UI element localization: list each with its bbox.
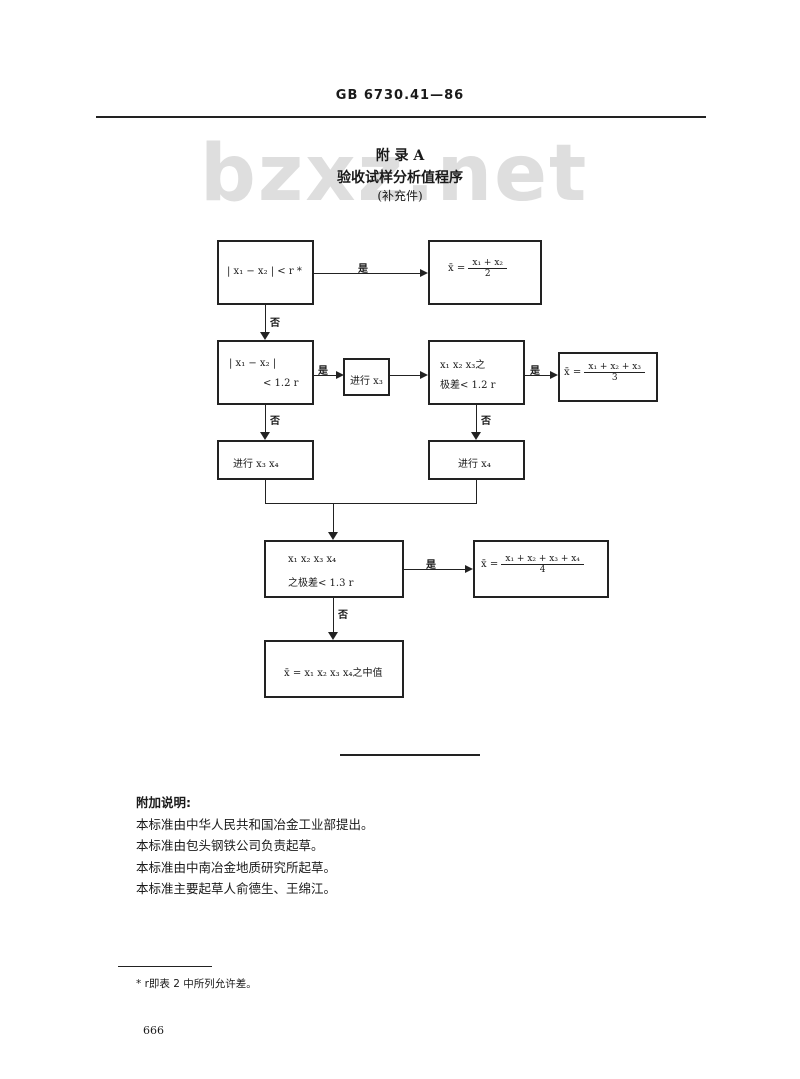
- result-2-denominator: 2: [484, 269, 491, 279]
- decision-1-text: | x₁ − x₂ | < r *: [227, 266, 302, 277]
- arrow-b4-b8: [471, 432, 481, 440]
- connector-b3-b4: [390, 375, 420, 376]
- page-number: 666: [143, 1024, 164, 1037]
- arrow-b9-b11: [328, 632, 338, 640]
- appendix-label: 附 录 A: [375, 148, 425, 164]
- result-4-denominator: 4: [539, 565, 546, 575]
- arrow-b3-b4: [420, 371, 428, 379]
- decision-box-4: x₁ x₂ x₃ x₄ 之极差< 1.3 r: [264, 540, 404, 598]
- no-label-3: 否: [481, 416, 491, 427]
- decision-4-bottom: 之极差< 1.3 r: [288, 578, 354, 589]
- result-box-median: x̄ = x₁ x₂ x₃ x₄之中值: [264, 640, 404, 698]
- no-label-4: 否: [338, 610, 348, 621]
- watermark: bzxz.net: [200, 129, 589, 219]
- result-median-text: x̄ = x₁ x₂ x₃ x₄之中值: [284, 668, 383, 679]
- appendix-title: 验收试样分析值程序: [337, 170, 463, 186]
- result-4-numerator: x₁ + x₂ + x₃ + x₄: [501, 554, 584, 565]
- appendix-subtitle: (补充件): [377, 189, 423, 203]
- result-4-lhs: x̄ =: [481, 559, 499, 570]
- process-x4-text: 进行 x₄: [458, 459, 491, 470]
- result-3-denominator: 3: [611, 373, 618, 383]
- footnote: * r即表 2 中所列允许差。: [136, 978, 257, 990]
- connector-b8-merge: [476, 480, 477, 504]
- decision-box-3: x₁ x₂ x₃之 极差< 1.2 r: [428, 340, 525, 405]
- process-x3-text: 进行 x₃: [350, 376, 383, 387]
- decision-3-top: x₁ x₂ x₃之: [440, 360, 486, 371]
- footnote-rule: [118, 966, 212, 967]
- connector-b9-b10: [404, 569, 465, 570]
- result-3-numerator: x₁ + x₂ + x₃: [584, 362, 645, 373]
- arrow-b1-b2: [260, 332, 270, 340]
- yes-label-3: 是: [530, 366, 540, 377]
- section-divider: [340, 754, 480, 756]
- notes-line-1: 本标准由中华人民共和国冶金工业部提出。: [136, 816, 374, 832]
- additional-notes: 附加说明: 本标准由中华人民共和国冶金工业部提出。 本标准由包头钢铁公司负责起草…: [136, 792, 696, 900]
- notes-line-3: 本标准由中南冶金地质研究所起草。: [136, 859, 337, 875]
- decision-box-2: | x₁ − x₂ | < 1.2 r: [217, 340, 314, 405]
- connector-b4-b6: [525, 375, 550, 376]
- decision-box-1: | x₁ − x₂ | < r *: [217, 240, 314, 305]
- notes-heading: 附加说明:: [136, 795, 191, 810]
- arrow-b9-b10: [465, 565, 473, 573]
- process-box-x3-x4: 进行 x₃ x₄: [217, 440, 314, 480]
- connector-b1-b2: [265, 305, 266, 332]
- notes-line-4: 本标准主要起草人俞德生、王绵江。: [136, 881, 337, 896]
- connector-b7-merge: [265, 480, 266, 504]
- connector-b1-b5: [314, 273, 420, 274]
- notes-line-2: 本标准由包头钢铁公司负责起草。: [136, 838, 324, 853]
- header-rule: [96, 116, 706, 118]
- decision-2-bottom: < 1.2 r: [263, 378, 299, 389]
- yes-label-4: 是: [426, 560, 436, 571]
- result-2-numerator: x₁ + x₂: [468, 258, 508, 269]
- decision-3-bottom: 极差< 1.2 r: [440, 380, 496, 391]
- arrow-b4-b6: [550, 371, 558, 379]
- connector-b2-b3: [314, 375, 336, 376]
- decision-4-top: x₁ x₂ x₃ x₄: [288, 554, 337, 565]
- result-2-lhs: x̄ =: [448, 263, 466, 274]
- no-label-1: 否: [270, 318, 280, 329]
- arrow-b2-b3: [336, 371, 344, 379]
- no-label-2: 否: [270, 416, 280, 427]
- result-3-lhs: x̄ =: [564, 367, 582, 378]
- yes-label-2: 是: [318, 366, 328, 377]
- arrow-b2-b7: [260, 432, 270, 440]
- connector-b4-b8: [476, 405, 477, 432]
- yes-label-1: 是: [358, 264, 368, 275]
- connector-merge-b9: [333, 503, 334, 533]
- connector-b2-b7: [265, 405, 266, 432]
- merge-line: [265, 503, 477, 504]
- decision-2-top: | x₁ − x₂ |: [229, 358, 277, 369]
- standard-number: GB 6730.41—86: [335, 88, 465, 103]
- process-box-x3: 进行 x₃: [343, 358, 390, 396]
- process-box-x4: 进行 x₄: [428, 440, 525, 480]
- connector-b9-b11: [333, 598, 334, 632]
- arrow-b1-b5: [420, 269, 428, 277]
- arrow-merge-b9: [328, 532, 338, 540]
- process-x3-x4-text: 进行 x₃ x₄: [233, 459, 279, 470]
